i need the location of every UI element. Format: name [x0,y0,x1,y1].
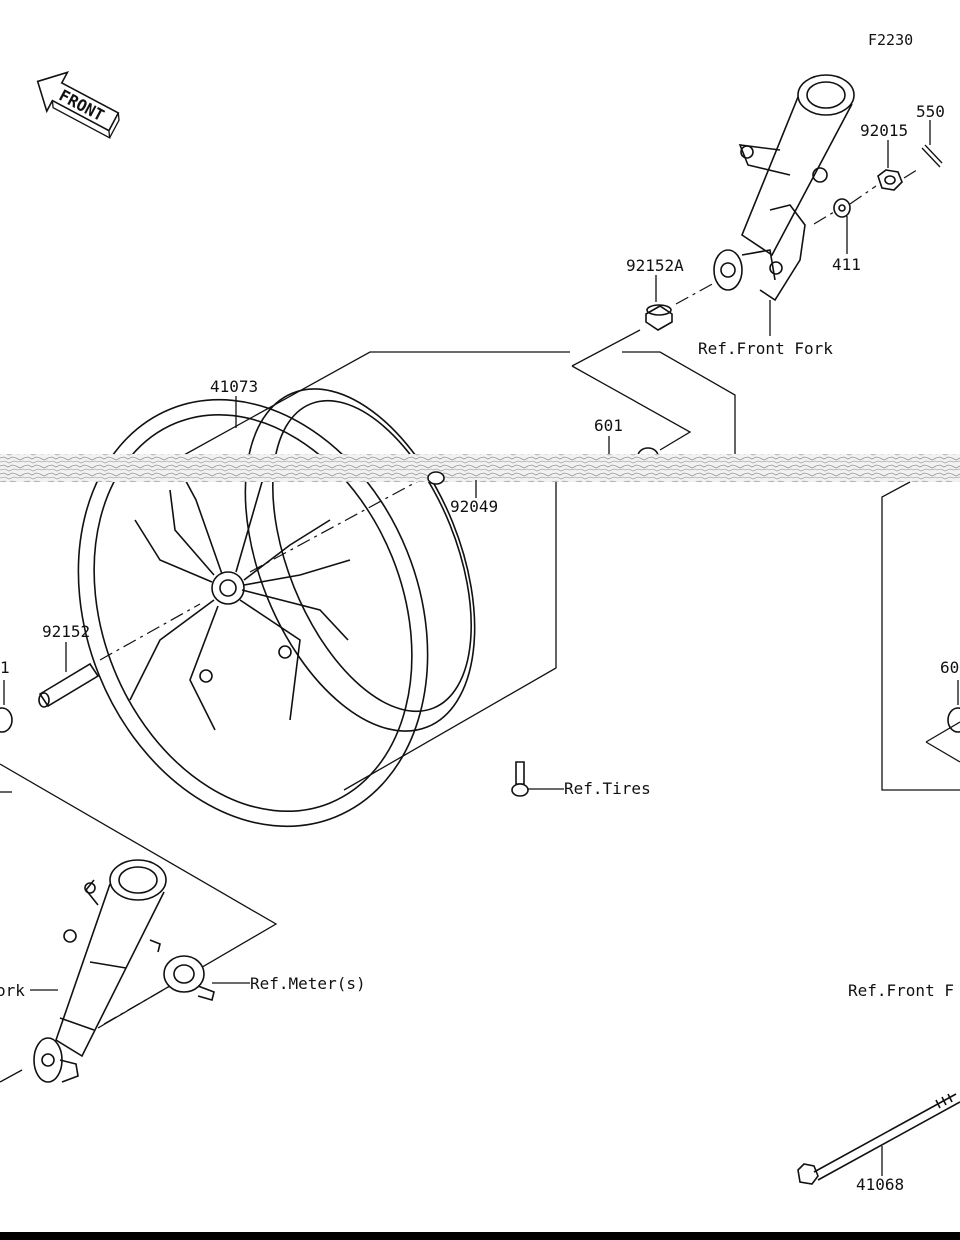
ref-front-fork-left: ork [0,981,25,1000]
part-92015-label: 92015 [860,121,908,140]
collar-92152A-icon [645,304,673,331]
part-41073-label: 41073 [210,377,258,396]
bottom-border-bar [0,1232,960,1240]
washer-411-icon [833,198,851,218]
seal-601-right-icon [947,707,960,733]
front-arrow-icon: FRONT [36,70,120,139]
wheel-bracket-bottom [343,482,557,791]
part-601-top-label: 601 [594,416,623,435]
figure-code: F2230 [868,31,913,49]
ref-meters: Ref.Meter(s) [250,974,366,993]
right-bracket [881,481,960,791]
right-bracket-top [571,365,692,451]
wheel-bracket-top [183,351,570,456]
part-92049-label: 92049 [450,497,498,516]
part-92152A-label: 92152A [626,256,684,275]
bearing-92049-icon [427,471,445,485]
front-wheel-drawing [77,388,476,828]
ref-tires: Ref.Tires [564,779,651,798]
collar-92152-icon [38,662,100,708]
seal-601-left-icon [0,707,13,733]
scan-artifact-band [0,454,960,482]
front-fork-left-drawing [33,859,167,1083]
valve-stem-icon [511,761,529,797]
part-601-right-label: 60 [940,658,959,677]
part-41068-label: 41068 [856,1175,904,1194]
ref-front-fork-top: Ref.Front Fork [698,339,833,358]
front-fork-right-drawing [713,74,855,302]
part-92152-label: 92152 [42,622,90,641]
part-550-label: 550 [916,102,945,121]
axle-41068-icon [797,1093,960,1185]
front-arrow-label: FRONT [56,86,107,125]
nut-92015-icon [877,169,903,191]
part-601-left-label: 1 [0,658,10,677]
meter-gear-icon [163,955,215,1001]
part-411-label: 411 [832,255,861,274]
ref-front-fork-right: Ref.Front F [848,981,954,1000]
cotter-pin-550-icon [921,147,941,168]
